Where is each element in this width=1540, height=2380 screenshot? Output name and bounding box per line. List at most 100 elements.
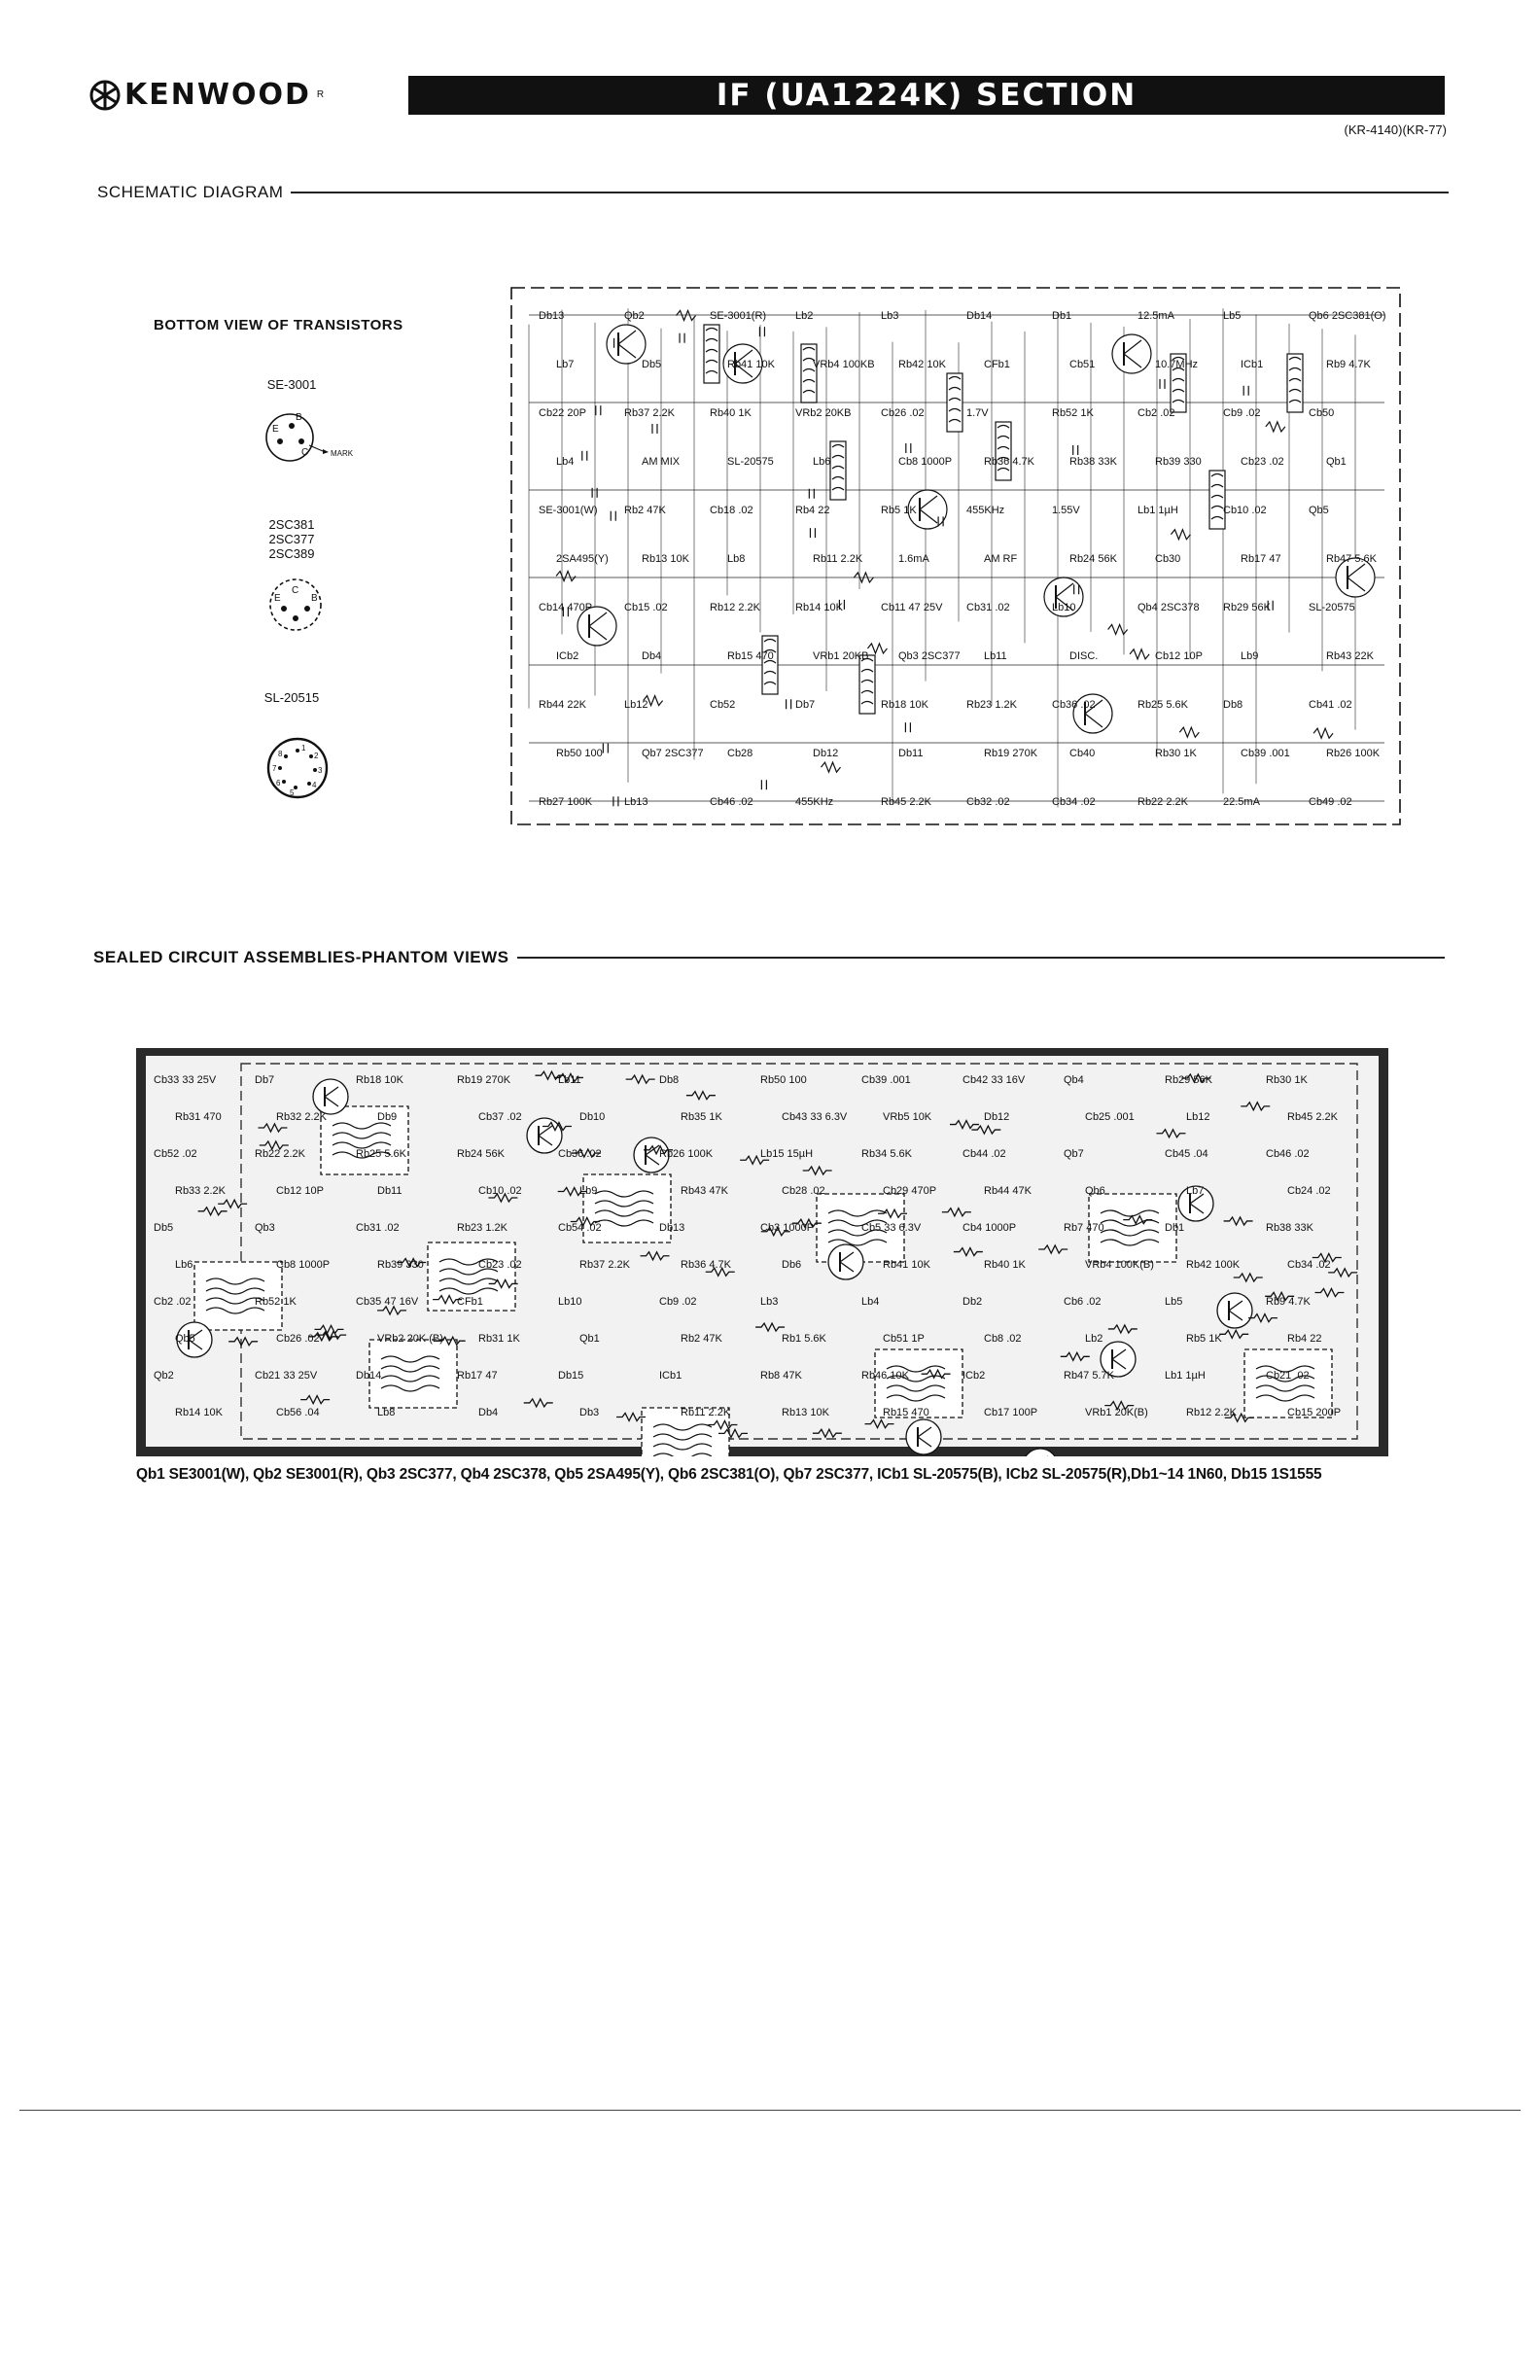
schematic-label: AM RF bbox=[984, 553, 1018, 565]
phantom-label: Db4 bbox=[478, 1407, 498, 1418]
phantom-label: Rb9 4.7K bbox=[1266, 1296, 1312, 1308]
schematic-label: Cb52 bbox=[710, 699, 735, 711]
schematic-label: Rb19 270K bbox=[984, 748, 1038, 759]
schematic-label: 10.7MHz bbox=[1155, 359, 1198, 370]
kenwood-emblem-icon bbox=[89, 80, 121, 110]
phantom-label: Cb9 .02 bbox=[659, 1296, 697, 1308]
phantom-label: Cb52 .02 bbox=[154, 1148, 197, 1160]
phantom-label: Cb45 .04 bbox=[1165, 1148, 1208, 1160]
phantom-label: Rb47 5.7K bbox=[1064, 1370, 1115, 1382]
section-schematic: SCHEMATIC DIAGRAM bbox=[97, 183, 1449, 202]
schematic-label: Rb22 2.2K bbox=[1138, 796, 1189, 808]
schematic-label: Rb44 22K bbox=[539, 699, 587, 711]
schematic-label: Rb42 10K bbox=[898, 359, 947, 370]
phantom-label: Rb52 1K bbox=[255, 1296, 297, 1308]
phantom-label: Rb5 1K bbox=[1186, 1333, 1222, 1345]
phantom-label: Cb29 470P bbox=[883, 1185, 936, 1197]
schematic-label: Cb46 .02 bbox=[710, 796, 753, 808]
schematic-label: Cb26 .02 bbox=[881, 407, 925, 419]
schematic-label: Lb7 bbox=[556, 359, 574, 370]
phantom-label: Cb23 .02 bbox=[478, 1259, 522, 1271]
phantom-label: Db15 bbox=[558, 1370, 583, 1382]
tv-sl20515-pinout: 1 2 3 4 5 6 7 8 bbox=[266, 737, 329, 799]
phantom-label: Rb19 270K bbox=[457, 1074, 511, 1086]
schematic-label: Db4 bbox=[642, 650, 661, 662]
schematic-label: Rb13 10K bbox=[642, 553, 690, 565]
schematic-label: 12.5mA bbox=[1138, 310, 1175, 322]
phantom-label: Rb32 2.2K bbox=[276, 1111, 328, 1123]
schematic-label: Rb50 100 bbox=[556, 748, 603, 759]
phantom-label: Cb46 .02 bbox=[1266, 1148, 1310, 1160]
svg-text:8: 8 bbox=[278, 750, 283, 758]
schematic-label: Rb52 1K bbox=[1052, 407, 1094, 419]
phantom-label: Cb31 .02 bbox=[356, 1222, 400, 1234]
phantom-label: Cb28 .02 bbox=[782, 1185, 825, 1197]
phantom-label: Cb42 33 16V bbox=[962, 1074, 1026, 1086]
phantom-label: Cb24 .02 bbox=[1287, 1185, 1331, 1197]
schematic-label: Cb31 .02 bbox=[966, 602, 1010, 613]
schematic-label: Db1 bbox=[1052, 310, 1071, 322]
schematic-label: Qb6 2SC381(O) bbox=[1309, 310, 1385, 322]
schematic-label: 1.55V bbox=[1052, 505, 1080, 516]
phantom-label: Cb39 .001 bbox=[861, 1074, 911, 1086]
schematic-label: Db13 bbox=[539, 310, 564, 322]
phantom-label: Db10 bbox=[579, 1111, 605, 1123]
section-schematic-title: SCHEMATIC DIAGRAM bbox=[97, 183, 284, 201]
schematic-label: Cb23 .02 bbox=[1241, 456, 1284, 468]
phantom-label: VRb1 20K(B) bbox=[1085, 1407, 1148, 1418]
svg-text:E: E bbox=[274, 593, 281, 604]
tv-mark-label: MARK bbox=[331, 449, 354, 458]
phantom-label: Rb43 47K bbox=[681, 1185, 729, 1197]
schematic-label: Rb36 4.7K bbox=[984, 456, 1035, 468]
schematic-label: DISC. bbox=[1069, 650, 1098, 662]
phantom-label: Lb12 bbox=[1186, 1111, 1209, 1123]
phantom-label: Cb51 1P bbox=[883, 1333, 925, 1345]
tv-2sc-pinout: E C B bbox=[269, 578, 322, 631]
phantom-label: Db3 bbox=[579, 1407, 599, 1418]
schematic-label: Qb1 bbox=[1326, 456, 1347, 468]
phantom-label: Cb37 .02 bbox=[478, 1111, 522, 1123]
phantom-label: Rb12 2.2K bbox=[1186, 1407, 1238, 1418]
phantom-label: Cb10 .02 bbox=[478, 1185, 522, 1197]
tv-label-2sc: 2SC381 2SC377 2SC389 bbox=[268, 517, 315, 561]
schematic-label: Cb8 1000P bbox=[898, 456, 952, 468]
phantom-label: Lb15 15µH bbox=[760, 1148, 813, 1160]
schematic-label: Lb11 bbox=[984, 650, 1007, 662]
schematic-label: Cb14 470P bbox=[539, 602, 592, 613]
phantom-label: Cb8 .02 bbox=[984, 1333, 1022, 1345]
schematic-label: Rb27 100K bbox=[539, 796, 593, 808]
schematic-label: ICb2 bbox=[556, 650, 578, 662]
phantom-label: Rb36 4.7K bbox=[681, 1259, 732, 1271]
phantom-label: Lb9 bbox=[579, 1185, 597, 1197]
phantom-label: Rb2 47K bbox=[681, 1333, 722, 1345]
schematic-label: Lb12 bbox=[624, 699, 648, 711]
schematic-label: Rb4 22 bbox=[795, 505, 829, 516]
phantom-label: Rb15 470 bbox=[883, 1407, 929, 1418]
tv-se3001-pinout: E B C MARK bbox=[265, 412, 354, 462]
phantom-label: Db7 bbox=[255, 1074, 274, 1086]
phantom-label: Rb42 100K bbox=[1186, 1259, 1241, 1271]
schematic-label: Cb2 .02 bbox=[1138, 407, 1175, 419]
schematic-label: 1.6mA bbox=[898, 553, 929, 565]
phantom-label: Rb8 47K bbox=[760, 1370, 802, 1382]
phantom-label: Rb40 1K bbox=[984, 1259, 1026, 1271]
section-phantom: SEALED CIRCUIT ASSEMBLIES-PHANTOM VIEWS bbox=[93, 948, 1445, 967]
phantom-label: Lb6 bbox=[175, 1259, 192, 1271]
phantom-label: Rb23 1.2K bbox=[457, 1222, 508, 1234]
schematic-label: VRb1 20KB bbox=[813, 650, 868, 662]
phantom-label: Cb33 33 25V bbox=[154, 1074, 217, 1086]
phantom-label: Rb41 10K bbox=[883, 1259, 931, 1271]
svg-text:B: B bbox=[311, 593, 318, 604]
schematic-label: Rb38 33K bbox=[1069, 456, 1118, 468]
schematic-label: Db12 bbox=[813, 748, 838, 759]
schematic-label: Qb7 2SC377 bbox=[642, 748, 704, 759]
phantom-label: Rb17 47 bbox=[457, 1370, 498, 1382]
phantom-label: Lb7 bbox=[1186, 1185, 1204, 1197]
phantom-label: Rb18 10K bbox=[356, 1074, 404, 1086]
schematic-label: Cb11 47 25V bbox=[881, 602, 943, 613]
phantom-label: Qb3 bbox=[255, 1222, 275, 1234]
schematic-label: Rb2 47K bbox=[624, 505, 666, 516]
svg-text:6: 6 bbox=[276, 779, 281, 788]
brand-reg-mark: R bbox=[316, 89, 325, 100]
